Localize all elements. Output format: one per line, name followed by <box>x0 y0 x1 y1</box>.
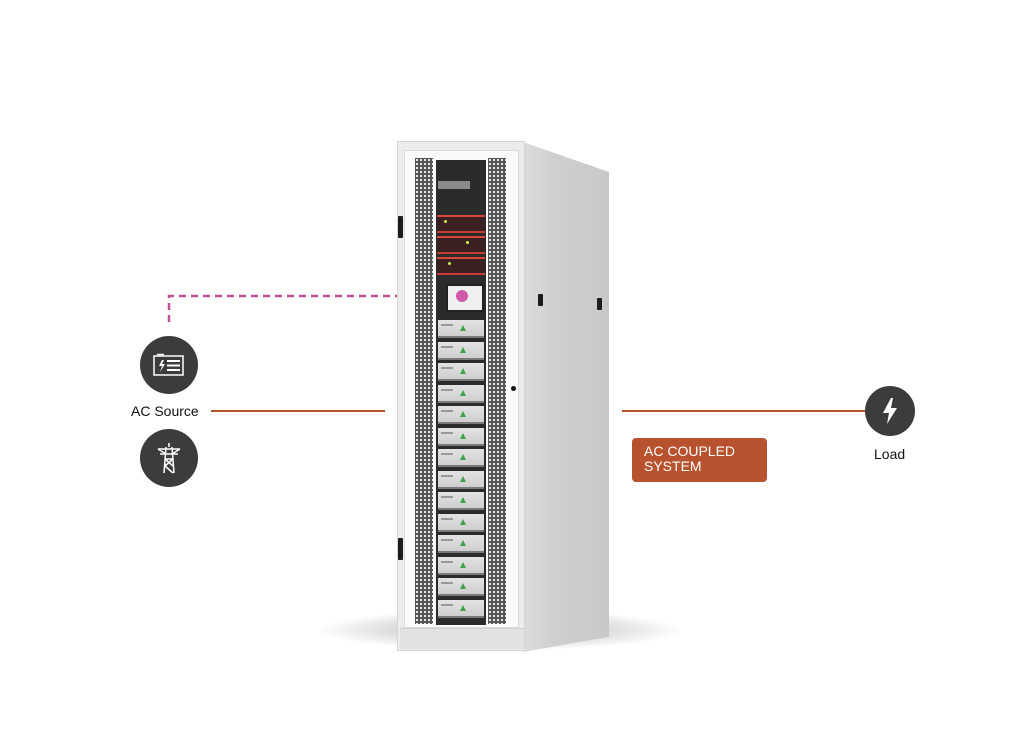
ac-coupled-system-badge: AC COUPLED SYSTEM <box>632 438 767 482</box>
battery-module <box>438 470 484 489</box>
module-label <box>441 453 453 455</box>
status-led <box>444 220 447 223</box>
control-link-dot <box>456 290 468 302</box>
status-triangle-icon <box>460 411 466 417</box>
lightning-bolt-icon <box>865 386 915 436</box>
status-led <box>448 262 451 265</box>
battery-module <box>438 578 484 596</box>
module-label <box>441 517 453 520</box>
door-handle[interactable] <box>398 216 403 238</box>
status-triangle-icon <box>460 454 466 460</box>
right-vent <box>488 158 506 624</box>
battery-module <box>438 492 484 510</box>
battery-inverter-icon <box>140 336 198 394</box>
pcs-unit <box>437 236 485 254</box>
door-lock[interactable] <box>511 386 516 391</box>
transmission-tower-icon <box>140 429 198 487</box>
pcs-unit <box>437 215 485 233</box>
module-label <box>441 603 453 606</box>
module-label <box>441 410 453 412</box>
status-triangle-icon <box>460 475 466 482</box>
module-label <box>441 474 453 477</box>
side-latch <box>538 294 543 306</box>
cabinet-base <box>400 628 524 649</box>
status-triangle-icon <box>460 540 466 546</box>
status-triangle-icon <box>460 583 466 589</box>
module-label <box>441 582 453 584</box>
battery-module <box>438 427 484 446</box>
module-label <box>441 345 453 348</box>
status-triangle-icon <box>460 368 466 374</box>
module-label <box>441 367 453 369</box>
badge-line-1: AC COUPLED <box>644 443 736 459</box>
module-label <box>441 431 453 434</box>
status-led <box>466 241 469 244</box>
battery-module <box>438 363 484 381</box>
battery-module <box>438 341 484 360</box>
side-latch <box>597 298 602 310</box>
status-triangle-icon <box>460 604 466 611</box>
module-label <box>441 560 453 563</box>
status-triangle-icon <box>460 389 466 396</box>
ac-source-label: AC Source <box>131 403 199 419</box>
cabinet-side-panel <box>523 142 609 652</box>
status-triangle-icon <box>460 497 466 503</box>
control-screen[interactable] <box>446 284 484 312</box>
battery-module <box>438 384 484 403</box>
status-triangle-icon <box>460 325 466 331</box>
battery-module <box>438 320 484 338</box>
ac-source-connection-line <box>211 410 385 412</box>
battery-module <box>438 535 484 553</box>
status-triangle-icon <box>460 346 466 353</box>
module-label <box>441 539 453 541</box>
status-triangle-icon <box>460 518 466 525</box>
module-label <box>441 388 453 391</box>
status-triangle-icon <box>460 432 466 439</box>
load-connection-line <box>622 410 872 412</box>
module-label <box>441 324 453 326</box>
top-panel <box>438 181 470 189</box>
module-label <box>441 496 453 498</box>
badge-line-2: SYSTEM <box>644 458 702 474</box>
door-handle[interactable] <box>398 538 403 560</box>
battery-module <box>438 556 484 575</box>
battery-module <box>438 513 484 532</box>
battery-module <box>438 406 484 424</box>
battery-module <box>438 599 484 618</box>
pcs-unit <box>437 257 485 275</box>
status-triangle-icon <box>460 561 466 568</box>
battery-module <box>438 449 484 467</box>
left-vent <box>415 158 433 624</box>
load-label: Load <box>874 446 906 462</box>
